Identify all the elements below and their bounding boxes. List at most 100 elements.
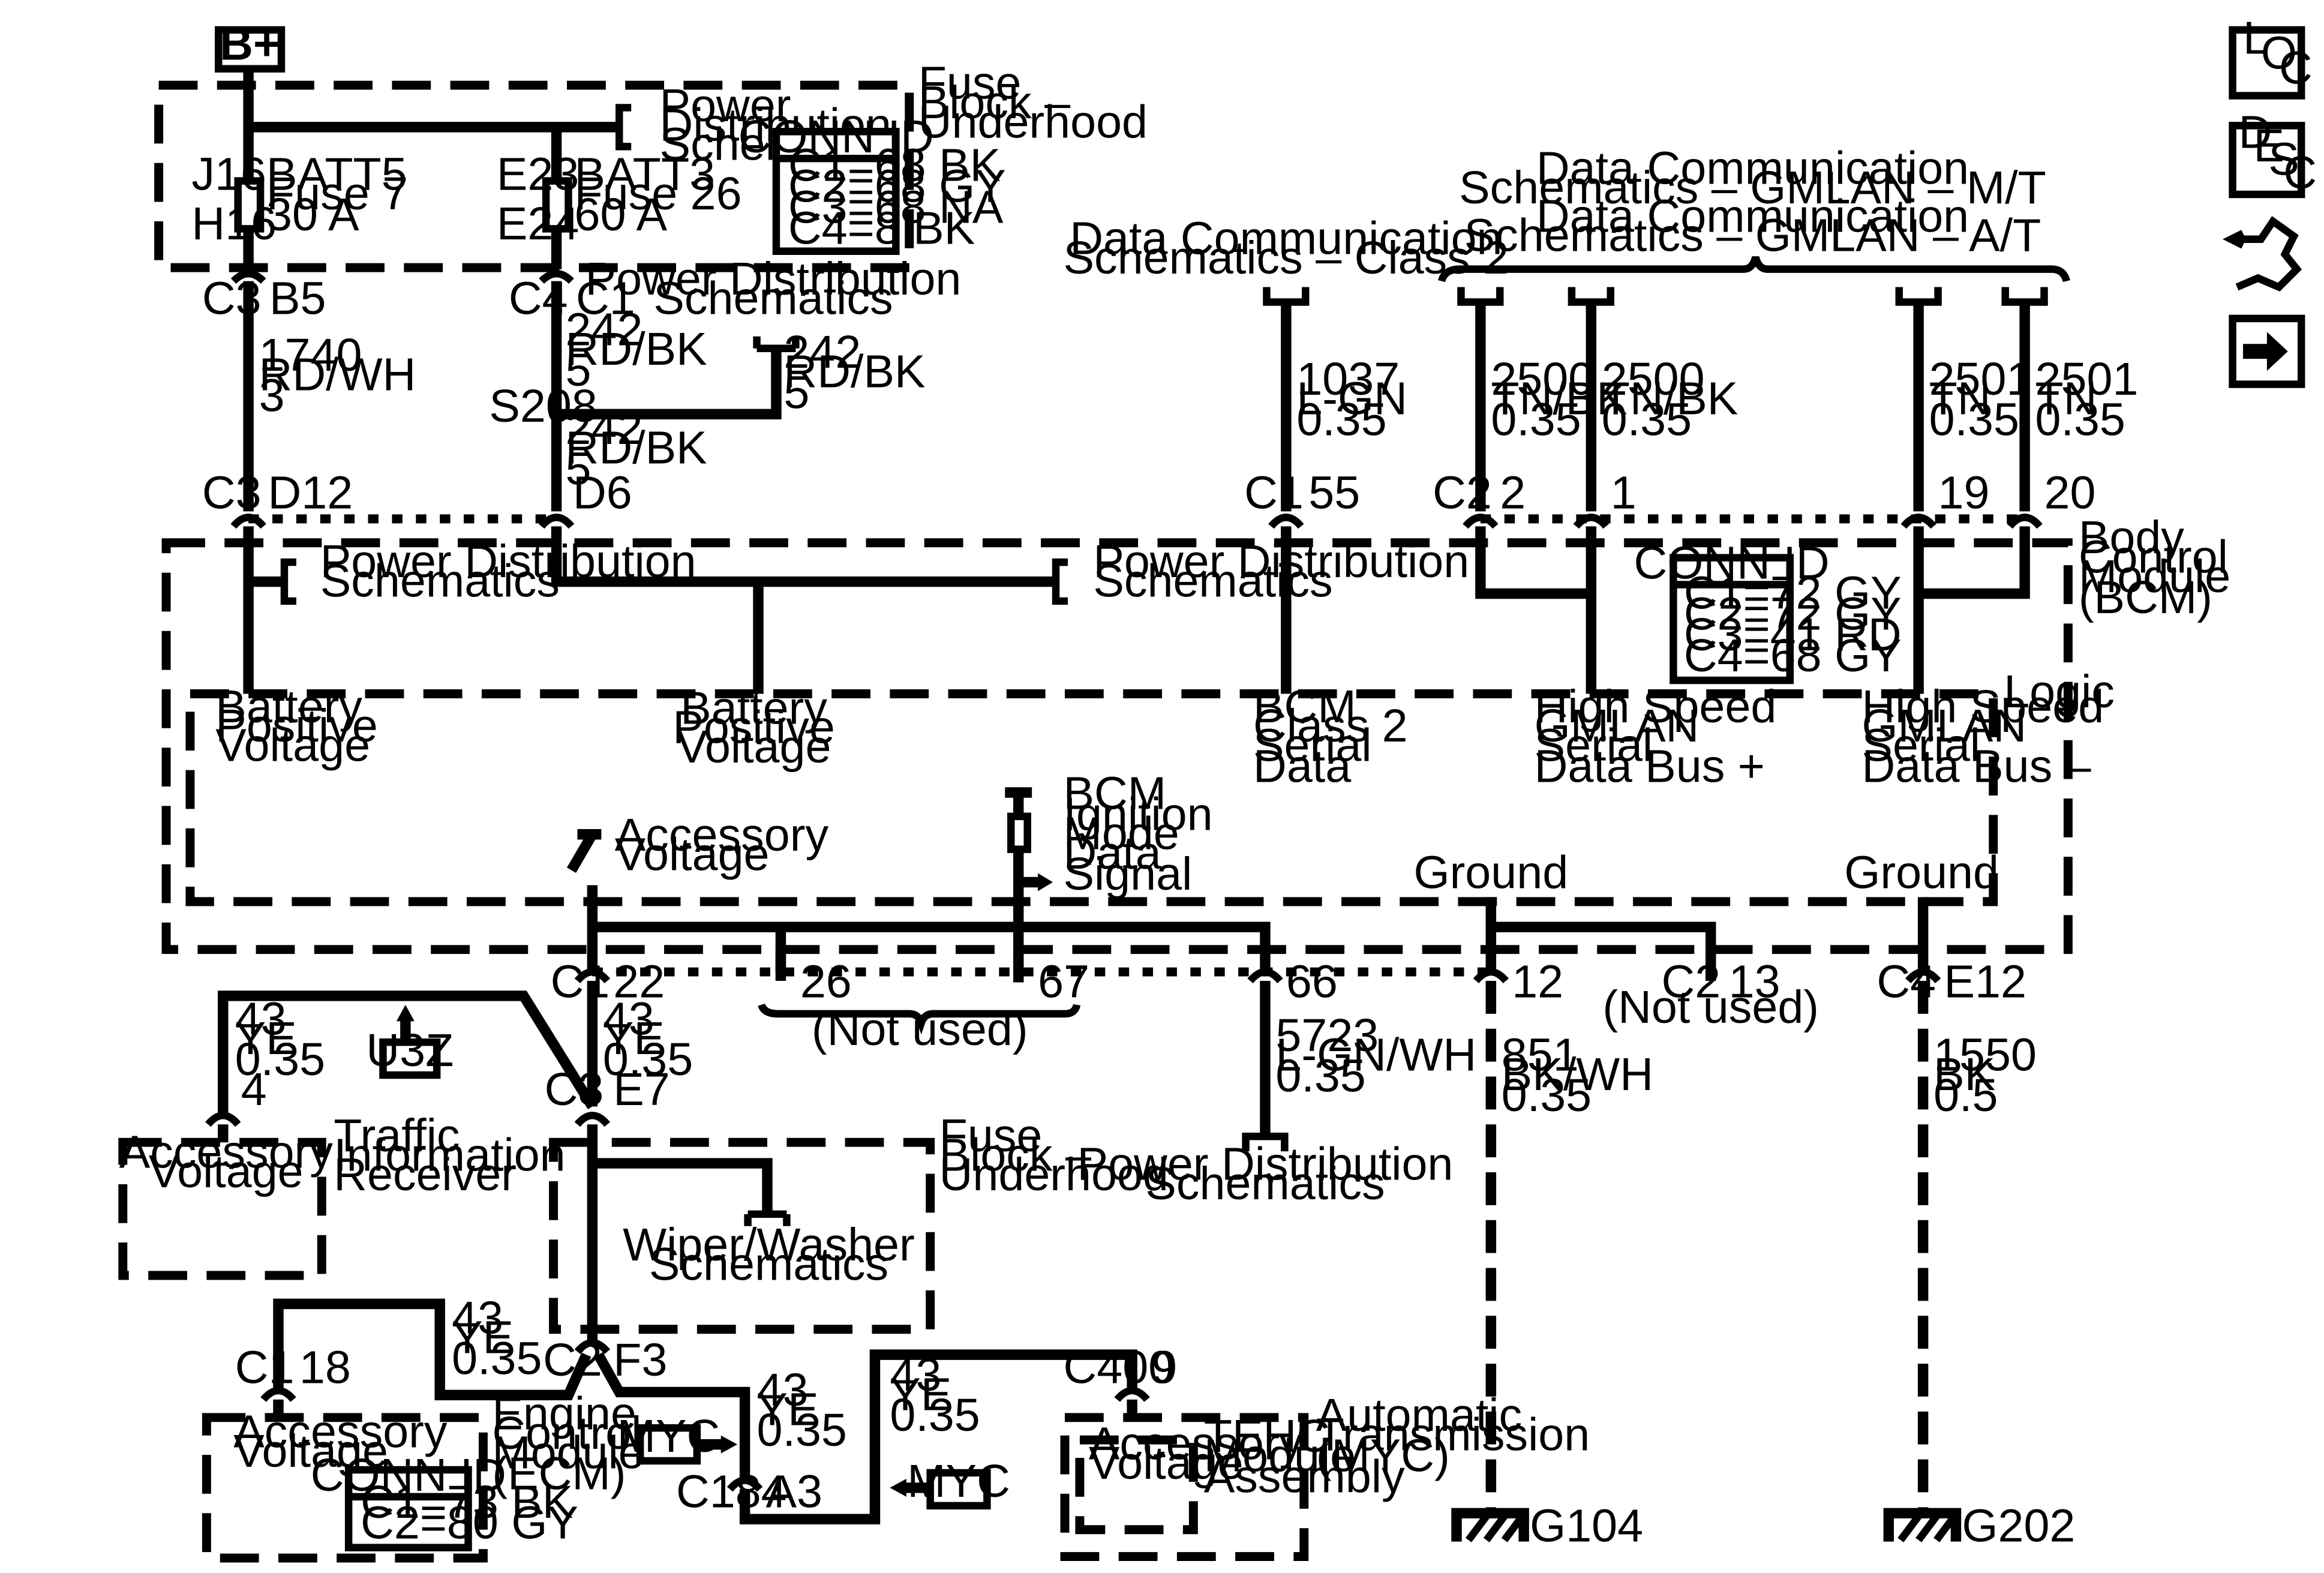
svg-text:E: E [2253, 120, 2284, 172]
myc-ref-2: MYC [907, 1455, 1010, 1507]
pds-ref-upper: Power DistributionSchematics [585, 253, 962, 324]
svg-text:13: 13 [1729, 956, 1780, 1007]
conn-id-fuse-block: CONN ID C1=68 BKC2=68 GYC3=68 NAC4=8 BK [738, 111, 1006, 255]
svg-text:BATT3Fuse 2660 A: BATT3Fuse 2660 A [574, 149, 741, 241]
svg-text:5723L-GN/WH0.35: 5723L-GN/WH0.35 [1275, 1010, 1476, 1101]
svg-text:E23: E23 [497, 149, 579, 200]
svg-text:E24: E24 [497, 198, 579, 250]
svg-text:19: 19 [1938, 467, 1990, 518]
svg-text:CONN ID: CONN ID [1634, 538, 1830, 589]
svg-text:AccessoryVoltage: AccessoryVoltage [1089, 1418, 1303, 1489]
svg-text:CONN ID: CONN ID [738, 111, 934, 163]
svg-text:C400: C400 [1064, 1341, 1175, 1393]
svg-text:43YE0.35: 43YE0.35 [235, 993, 325, 1085]
svg-text:43YE0.35: 43YE0.35 [452, 1292, 542, 1384]
svg-text:G104: G104 [1530, 1500, 1643, 1552]
svg-text:C: C [2283, 147, 2317, 199]
svg-text:66: 66 [1286, 956, 1338, 1007]
svg-text:CONN ID: CONN ID [311, 1449, 506, 1501]
wiper-washer-ref: Wiper/WasherSchematics [623, 1219, 914, 1290]
not-used-label-1: (Not used) [812, 1004, 1028, 1055]
class2-label: BCMClass 2SerialData [1253, 681, 1408, 792]
myc-ref-1: MYC [617, 1410, 720, 1462]
fuse-block-top-label: FuseBlock –Underhood [918, 57, 1148, 148]
dc-class2-ref: Data CommunicationSchematics – Class 2 [1063, 213, 1509, 284]
bpv2-label: BatteryPositiveVoltage [672, 682, 835, 773]
dc-gmlan-mt-ref: Data CommunicationSchematics – GMLAN – M… [1459, 143, 2046, 214]
svg-text:20: 20 [2044, 467, 2096, 518]
fuse-block-underhood-top [154, 80, 914, 272]
svg-text:S: S [2268, 134, 2299, 185]
svg-text:1: 1 [1611, 467, 1637, 518]
svg-text:D6: D6 [573, 467, 632, 518]
svg-text:851BK/WH0.35: 851BK/WH0.35 [1502, 1029, 1653, 1121]
svg-text:FuseBlock –Underhood: FuseBlock –Underhood [939, 1110, 1169, 1200]
svg-text:D: D [2239, 107, 2272, 158]
pds-ref-bcm-left: Power DistributionSchematics [320, 536, 696, 607]
svg-text:TEHCModuleAssembly: TEHCModuleAssembly [1204, 1410, 1405, 1502]
svg-text:C3: C3 [545, 1064, 604, 1115]
svg-text:242RD/BK5: 242RD/BK5 [566, 403, 707, 494]
svg-text:TrafficInformationReceiver: TrafficInformationReceiver [334, 1110, 565, 1200]
svg-text:C1=68 BKC2=68 GYC3=68 NAC4=8 B: C1=68 BKC2=68 GYC3=68 NAC4=8 BK [788, 140, 1006, 254]
battery-source: B+ [215, 19, 286, 73]
bpv1-label: BatteryPositiveVoltage [215, 681, 377, 772]
desc-button[interactable]: D E S C [2229, 107, 2317, 199]
svg-text:26: 26 [800, 956, 852, 1007]
svg-text:E12: E12 [1944, 956, 2026, 1007]
svg-text:9: 9 [1152, 1341, 1178, 1393]
svg-text:C2: C2 [1433, 467, 1492, 518]
svg-text:2500TN/BK0.35: 2500TN/BK0.35 [1602, 353, 1739, 445]
svg-text:18: 18 [299, 1341, 351, 1393]
svg-text:B5: B5 [269, 272, 326, 324]
svg-text:2: 2 [1500, 467, 1526, 518]
battery-label: B+ [220, 19, 280, 70]
svg-text:4: 4 [241, 1064, 267, 1115]
ground-g104: G104 [1451, 1500, 1643, 1552]
dc-gmlan-at-ref: Data CommunicationSchematics – GMLAN – A… [1464, 190, 2041, 261]
bcm-label: BodyControlModule(BCM) [2079, 512, 2230, 623]
ground1-label: Ground [1413, 846, 1568, 898]
gmlan-minus-label: High SpeedGMLANSerialData Bus – [1861, 681, 2104, 792]
svg-text:L: L [2243, 13, 2269, 64]
svg-text:2500TN/BK0.35: 2500TN/BK0.35 [1491, 353, 1628, 445]
gmlan-plus-label: High SpeedGMLANSerialData Bus + [1535, 681, 1777, 792]
svg-text:242RD/BK5: 242RD/BK5 [566, 304, 707, 396]
svg-text:43YE0.35: 43YE0.35 [890, 1349, 980, 1441]
svg-text:2501TN0.35: 2501TN0.35 [1929, 353, 2032, 445]
svg-text:J16: J16 [191, 149, 266, 200]
harness-icon[interactable] [2223, 216, 2302, 292]
arrow-right-icon [2243, 332, 2288, 371]
svg-text:E7: E7 [613, 1064, 669, 1115]
acc-voltage-bcm: AccessoryVoltage [615, 809, 829, 880]
ground2-label: Ground [1844, 846, 1999, 898]
conn-id-ecm: CONN ID C1=73 BKC2=80 GY [311, 1449, 578, 1551]
arrow-right-button[interactable] [2229, 314, 2305, 388]
svg-text:C3: C3 [202, 467, 262, 518]
svg-text:O: O [2261, 28, 2297, 79]
loc-button[interactable]: L O C [2229, 13, 2313, 100]
bcm-logic-outline [185, 689, 1998, 906]
svg-text:C2: C2 [1661, 956, 1721, 1007]
svg-text:C1=73 BKC2=80 GY: C1=73 BKC2=80 GY [361, 1476, 578, 1549]
not-used-label-2: (Not used) [1602, 981, 1819, 1033]
conn-id-bcm: CONN ID C1=72 GYC2=72 GYC3=41 RDC4=68 GY [1634, 538, 1902, 685]
fuse-batt3: E23 E24 BATT3Fuse 2660 A [497, 149, 742, 250]
traffic-info-receiver [118, 1137, 326, 1280]
engine-control-module [202, 1413, 488, 1563]
svg-text:1037L-GN0.35: 1037L-GN0.35 [1296, 353, 1407, 445]
pds-ref-lower: Power DistributionSchematics [1077, 1139, 1454, 1209]
svg-text:1740RD/WH3: 1740RD/WH3 [259, 329, 416, 421]
svg-text:G202: G202 [1962, 1500, 2075, 1552]
svg-text:F3: F3 [613, 1334, 667, 1386]
svg-text:43YE0.35: 43YE0.35 [603, 993, 693, 1085]
svg-text:242RD/BK5: 242RD/BK5 [783, 326, 925, 418]
svg-text:C1: C1 [235, 1341, 295, 1393]
svg-text:A3: A3 [766, 1466, 823, 1517]
logic-label: Logic [2004, 666, 2115, 718]
svg-text:55: 55 [1308, 467, 1360, 518]
svg-text:D12: D12 [268, 467, 353, 518]
automatic-transmission-module [1060, 1413, 1309, 1562]
svg-text:EngineControlModule(ECM): EngineControlModule(ECM) [492, 1388, 644, 1500]
